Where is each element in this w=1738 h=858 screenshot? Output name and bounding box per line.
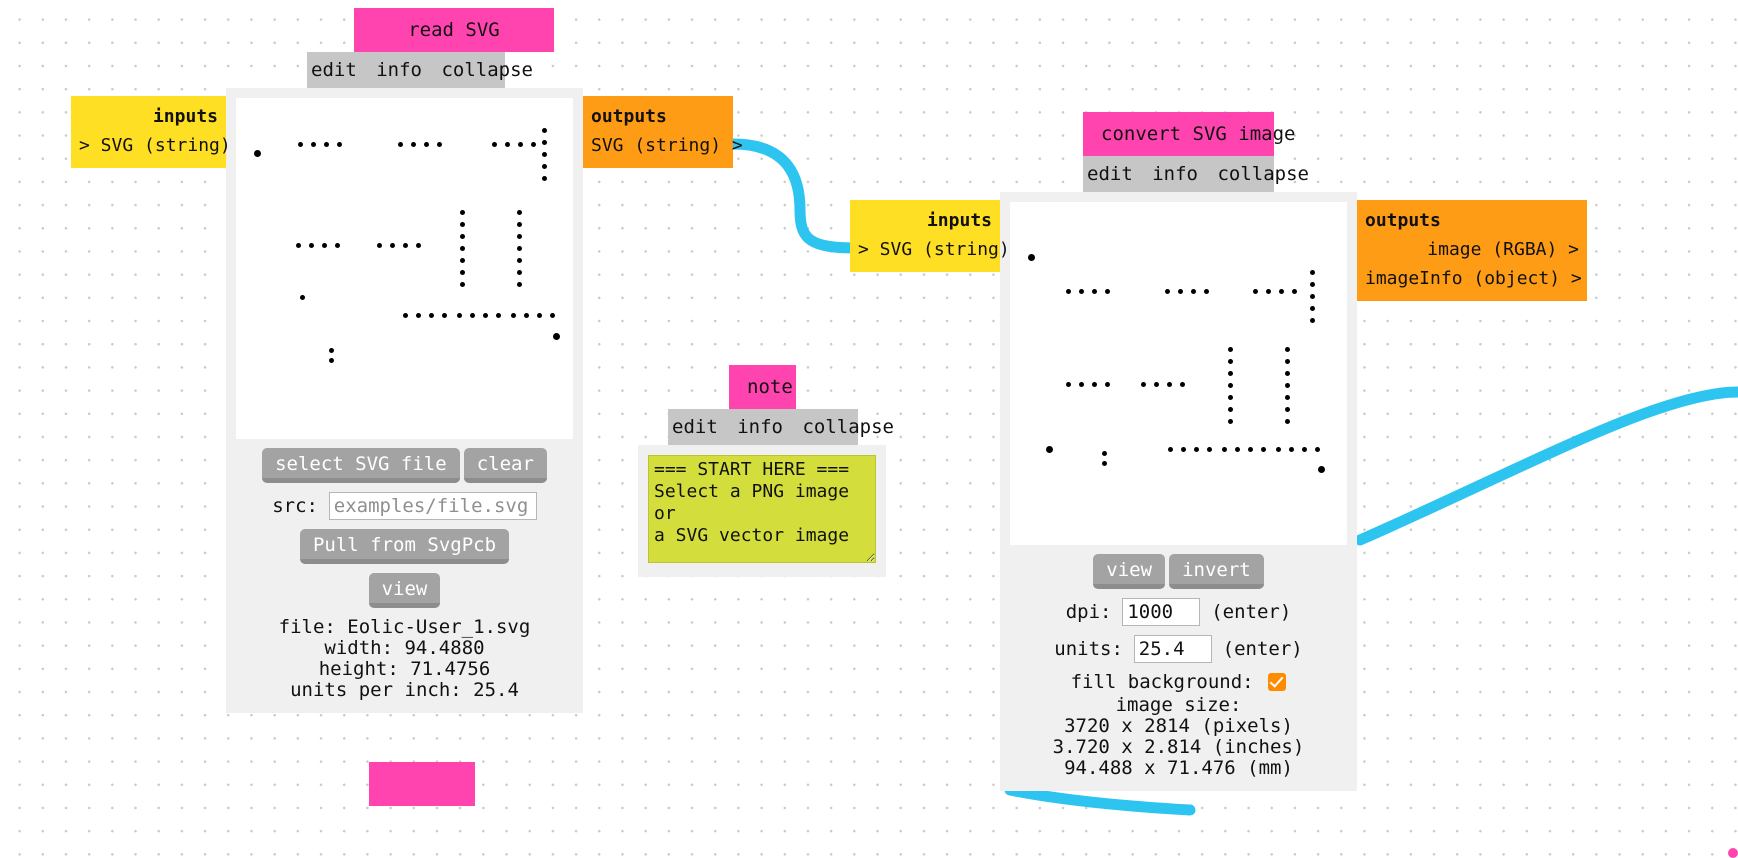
clear-button[interactable]: clear	[463, 448, 547, 483]
menu-collapse[interactable]: collapse	[802, 416, 894, 438]
menu-edit[interactable]: edit	[672, 416, 718, 438]
menu-edit[interactable]: edit	[311, 59, 357, 81]
node-body-note	[638, 445, 886, 577]
view-button[interactable]: view	[368, 573, 441, 608]
src-label: src:	[272, 495, 318, 517]
inputs-title: inputs	[926, 210, 992, 231]
node-partial-bottom[interactable]	[369, 762, 475, 806]
dpi-label: dpi:	[1065, 601, 1112, 623]
node-title-read-svg[interactable]: read SVG	[354, 8, 554, 52]
dpi-row: dpi: (enter)	[1010, 598, 1347, 626]
outputs-title: outputs	[591, 106, 667, 127]
menu-edit[interactable]: edit	[1087, 163, 1133, 185]
file-info-block: file: Eolic-User_1.svg width: 94.4880 he…	[236, 617, 573, 701]
node-read-svg[interactable]: read SVG edit info collapse	[226, 8, 583, 713]
menu-info[interactable]: info	[1152, 163, 1198, 185]
units-hint: (enter)	[1222, 638, 1303, 660]
ports-inputs-read-svg: inputs > SVG (string)	[71, 96, 231, 168]
info-height: height: 71.4756	[318, 658, 491, 680]
node-handle-bottom-right[interactable]	[1728, 848, 1738, 858]
node-title-partial[interactable]	[369, 762, 475, 806]
note-textarea[interactable]	[648, 455, 876, 563]
node-menu-note[interactable]: edit info collapse	[668, 409, 894, 445]
info-image-size-label: image size:	[1115, 694, 1242, 716]
info-size-mm: 94.488 x 71.476 (mm)	[1064, 757, 1293, 779]
units-row: units: (enter)	[1010, 635, 1347, 663]
info-size-pixels: 3720 x 2814 (pixels)	[1064, 715, 1293, 737]
units-label: units:	[1054, 638, 1123, 660]
node-menu-convert[interactable]: edit info collapse	[1083, 156, 1309, 192]
outputs-title: outputs	[1365, 210, 1441, 231]
pull-row: Pull from SvgPcb	[236, 529, 573, 564]
input-port-svg-string[interactable]: > SVG (string)	[858, 239, 1010, 260]
image-info-block: image size: 3720 x 2814 (pixels) 3.720 x…	[1010, 695, 1347, 779]
dpi-hint: (enter)	[1211, 601, 1292, 623]
menu-collapse[interactable]: collapse	[441, 59, 533, 81]
invert-button[interactable]: invert	[1169, 554, 1264, 589]
output-port-svg-string[interactable]: SVG (string) >	[591, 135, 743, 156]
node-title-convert-svg-image[interactable]: convert SVG image	[1083, 112, 1295, 156]
menu-collapse[interactable]: collapse	[1217, 163, 1309, 185]
pull-from-svgpcb-button[interactable]: Pull from SvgPcb	[299, 529, 510, 564]
src-input[interactable]	[328, 492, 537, 520]
ports-inputs-convert: inputs > SVG (string)	[850, 200, 1010, 272]
menu-info[interactable]: info	[376, 59, 422, 81]
src-row: src:	[236, 492, 573, 520]
select-svg-file-button[interactable]: select SVG file	[262, 448, 460, 483]
node-note[interactable]: note edit info collapse	[638, 365, 894, 577]
input-port-svg-string[interactable]: > SVG (string)	[79, 135, 231, 156]
info-units-per-inch: units per inch: 25.4	[290, 679, 519, 701]
menu-info[interactable]: info	[737, 416, 783, 438]
fill-background-label: fill background:	[1070, 671, 1254, 693]
units-input[interactable]	[1133, 635, 1212, 663]
info-width: width: 94.4880	[324, 637, 485, 659]
view-button[interactable]: view	[1093, 554, 1166, 589]
output-port-image-rgba[interactable]: image (RGBA) >	[1427, 239, 1579, 260]
info-file: file: Eolic-User_1.svg	[278, 616, 531, 638]
ports-outputs-read-svg: outputs SVG (string) >	[583, 96, 743, 168]
inputs-title: inputs	[152, 106, 218, 127]
image-preview-convert[interactable]	[1010, 202, 1347, 545]
ports-outputs-convert: outputs image (RGBA) > imageInfo (object…	[1357, 200, 1587, 301]
output-port-imageinfo-object[interactable]: imageInfo (object) >	[1365, 268, 1582, 289]
node-title-note[interactable]: note	[729, 365, 796, 409]
fill-background-checkbox[interactable]	[1268, 673, 1287, 691]
view-row: view	[236, 573, 573, 608]
svg-preview-read-svg[interactable]	[236, 98, 573, 439]
node-convert-svg-image[interactable]: convert SVG image edit info collapse	[1000, 112, 1357, 791]
node-menu-read-svg[interactable]: edit info collapse	[307, 52, 533, 88]
info-size-inches: 3.720 x 2.814 (inches)	[1052, 736, 1305, 758]
dpi-input[interactable]	[1122, 598, 1201, 626]
fill-background-row: fill background:	[1010, 671, 1347, 693]
